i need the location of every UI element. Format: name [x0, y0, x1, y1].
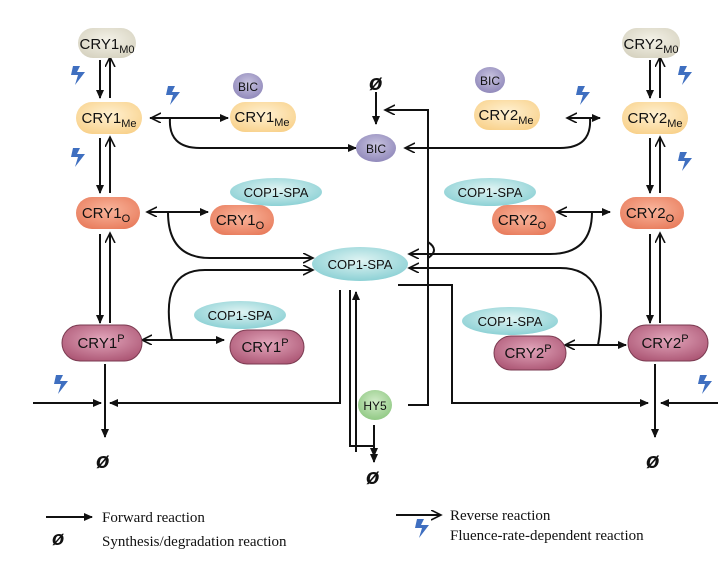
cry2-me-node: CRY2Me — [622, 102, 688, 134]
svg-text:CRY1O: CRY1O — [216, 212, 265, 232]
legend-forward-label: Forward reaction — [102, 510, 205, 526]
cop1spa-to-cry1-degradation-arrow — [109, 290, 341, 407]
fluence-bolt-icon — [71, 148, 85, 167]
fluence-bolt-icon — [576, 86, 590, 105]
fluence-bolt-icon — [698, 375, 712, 394]
cry2-p-node: CRY2P — [627, 324, 709, 362]
fluence-bolt-icon — [678, 66, 692, 85]
cry2-p-cop-to-pool-arrow — [410, 268, 602, 346]
cry1-m0-node: CRY1M0 — [78, 28, 136, 58]
fluence-bolt-icon — [71, 66, 85, 85]
cry1-p-cop-to-pool-arrow — [167, 270, 312, 341]
fluence-bolt-icon — [415, 519, 429, 538]
legend: Forward reaction ø Synthesis/degradation… — [46, 508, 644, 550]
cry2-m0-node: CRY2M0 — [622, 28, 680, 58]
svg-text:CRY2P: CRY2P — [504, 343, 551, 362]
cry1-p-node: CRY1P — [61, 324, 143, 362]
legend-reverse-label: Reverse reaction — [450, 508, 551, 524]
legend-synth-label: Synthesis/degradation reaction — [102, 534, 287, 550]
svg-text:CRY2O: CRY2O — [626, 205, 675, 225]
cry1-null-symbol: ø — [96, 448, 110, 473]
fluence-bolt-icon — [166, 86, 180, 105]
hy5-null-symbol: ø — [366, 464, 380, 489]
cry1-me-node: CRY1Me — [76, 102, 142, 134]
svg-text:CRY1P: CRY1P — [77, 333, 124, 352]
bic-node: BIC — [356, 134, 396, 162]
legend-null-icon: ø — [52, 528, 64, 550]
cry1-bic-to-bic-pool-arrow — [168, 117, 357, 152]
svg-text:CRY2O: CRY2O — [498, 212, 547, 232]
svg-text:CRY2M0: CRY2M0 — [623, 36, 678, 56]
legend-fluence-label: Fluence-rate-dependent reaction — [450, 528, 644, 544]
svg-text:CRY1M0: CRY1M0 — [79, 36, 134, 56]
cry2-bic-to-bic-pool-arrow — [406, 117, 592, 148]
svg-text:COP1-SPA: COP1-SPA — [478, 314, 543, 329]
svg-text:CRY2Me: CRY2Me — [478, 107, 533, 127]
svg-text:CRY1Me: CRY1Me — [81, 110, 136, 130]
svg-text:COP1-SPA: COP1-SPA — [208, 308, 273, 323]
svg-text:BIC: BIC — [366, 142, 386, 156]
cry2-o-cop1spa-complex: COP1-SPA CRY2O — [444, 178, 556, 235]
cop1spa-to-cry2-degradation-arrow — [398, 284, 649, 407]
cop1spa-degradation-arrow — [349, 290, 378, 463]
svg-text:CRY1Me: CRY1Me — [234, 109, 289, 129]
line-crossing-hump — [427, 241, 435, 259]
cry2-p-cop1spa-complex: COP1-SPA CRY2P — [462, 307, 567, 371]
cry1-o-cop-to-pool-arrow — [167, 211, 312, 258]
hy5-node: HY5 — [358, 390, 392, 420]
svg-text:CRY1O: CRY1O — [82, 205, 131, 225]
svg-text:CRY2P: CRY2P — [641, 333, 688, 352]
cry1-p-cop1spa-complex: COP1-SPA CRY1P — [194, 301, 305, 365]
cry2-null-symbol: ø — [646, 448, 660, 473]
cry2-o-cop-to-pool-arrow — [410, 211, 593, 254]
svg-text:COP1-SPA: COP1-SPA — [244, 185, 309, 200]
fluence-bolt-icon — [54, 375, 68, 394]
svg-text:COP1-SPA: COP1-SPA — [328, 257, 393, 272]
cry1-me-bic-complex: BIC CRY1Me — [230, 73, 296, 132]
bic-null-symbol: ø — [369, 70, 383, 95]
svg-text:BIC: BIC — [480, 74, 500, 88]
svg-text:CRY2Me: CRY2Me — [627, 110, 682, 130]
svg-text:HY5: HY5 — [363, 399, 387, 413]
cry2-me-bic-complex: BIC CRY2Me — [474, 67, 540, 130]
cop1spa-node: COP1-SPA — [312, 247, 408, 281]
fluence-bolt-icon — [678, 152, 692, 171]
cry2-o-node: CRY2O — [620, 197, 684, 229]
cry1-o-cop1spa-complex: COP1-SPA CRY1O — [210, 178, 322, 235]
cry1-o-node: CRY1O — [76, 197, 140, 229]
svg-text:COP1-SPA: COP1-SPA — [458, 185, 523, 200]
svg-text:BIC: BIC — [238, 80, 258, 94]
svg-text:CRY1P: CRY1P — [241, 337, 288, 356]
